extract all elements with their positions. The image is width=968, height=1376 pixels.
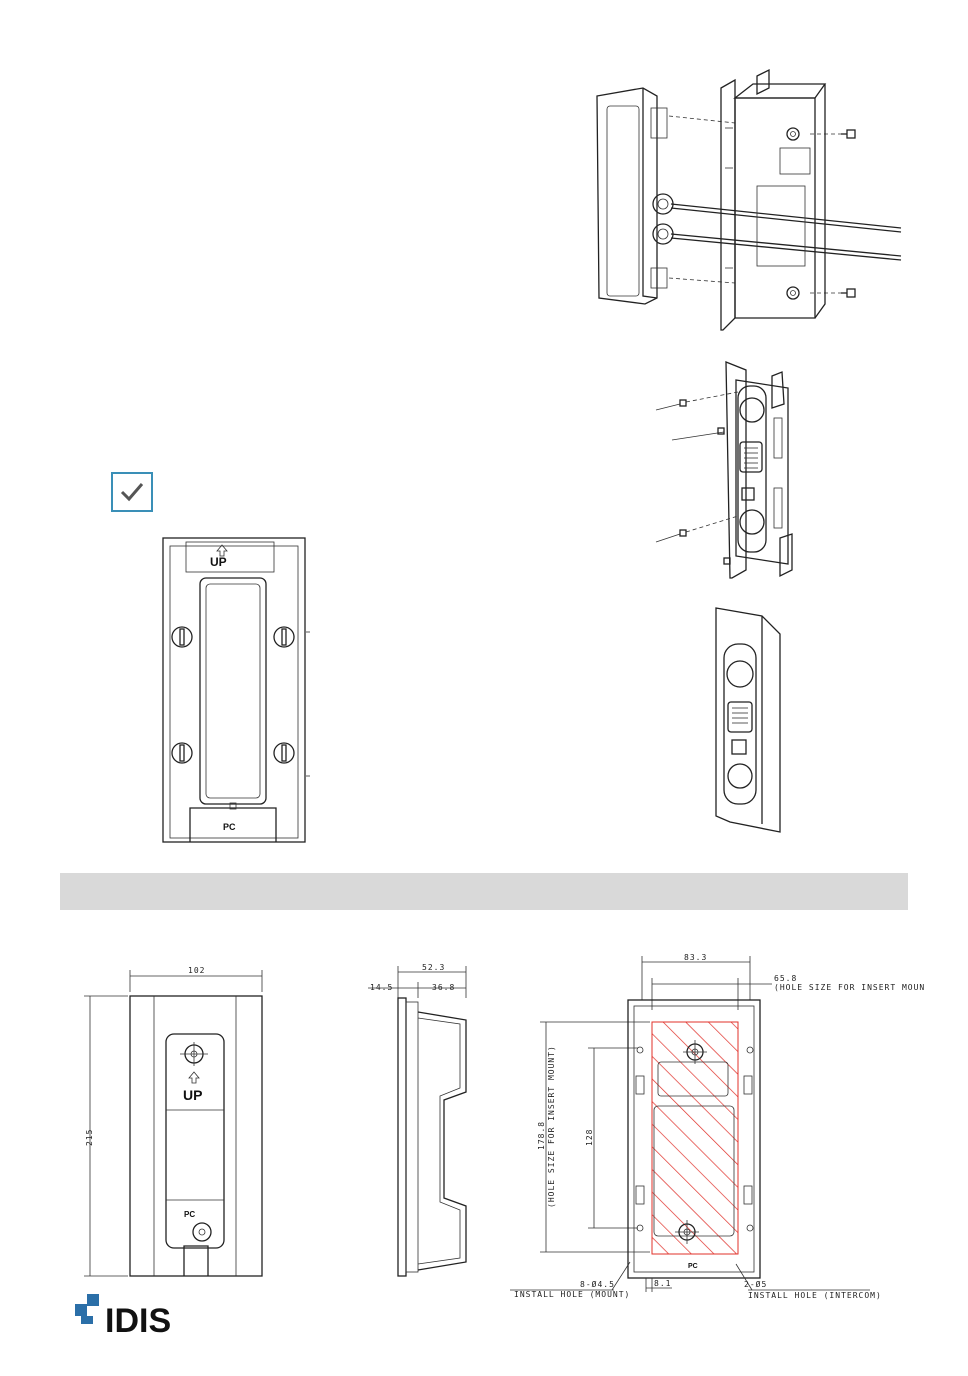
dim-side-part-a: 14.5 [370,983,393,992]
front-view-dimension-drawing: 102 215 UP PC [80,962,280,1282]
intercom-bracket-assembly-illustration [585,68,915,338]
dim-install-hole-mount-label: INSTALL HOLE (MOUNT) [514,1290,630,1299]
dim-back-inner-height: 128 [585,1129,594,1146]
section-header-bar [60,873,908,910]
brand-logo-text: IDIS [105,1302,171,1336]
dim-back-width: 83.3 [684,953,707,962]
dim-front-height: 215 [85,1129,94,1146]
dim-bottom-offset: 8.1 [654,1279,671,1288]
dim-side-part-b: 36.8 [432,983,455,992]
back-pc-label: PC [688,1263,698,1270]
mount-slot-top-left [172,627,192,647]
dim-install-hole-mount: 8-Ø4.5 [580,1279,615,1289]
back-view-dimension-drawing: 83.3 65.8 (HOLE SIZE FOR INSERT MOUNT) 1… [500,950,925,1300]
assembled-intercom-illustration [712,604,792,836]
check-icon [111,472,153,512]
dim-back-hole-width-note: (HOLE SIZE FOR INSERT MOUNT) [774,983,925,992]
dim-back-hole-width: 65.8 [774,974,797,983]
brand-logo: IDIS [75,1290,185,1336]
mount-slot-bottom-right [274,743,294,763]
dim-front-width: 102 [188,966,205,975]
dim-back-hole-height-note: (HOLE SIZE FOR INSERT MOUNT) [547,1045,556,1208]
up-label: UP [210,555,227,569]
pc-label: PC [223,822,236,832]
dim-side-total: 52.3 [422,963,445,972]
front-pc-label: PC [184,1210,195,1219]
mount-plate-illustration: UP PC [160,536,310,846]
dim-install-hole-intercom-label: INSTALL HOLE (INTERCOM) [748,1291,882,1300]
front-panel-screws-illustration [652,358,802,588]
dim-install-hole-intercom: 2-Ø5 [744,1279,767,1289]
mount-slot-bottom-left [172,743,192,763]
mount-slot-top-right [274,627,294,647]
side-view-dimension-drawing: 52.3 14.5 36.8 [360,962,490,1282]
front-up-label: UP [183,1087,202,1103]
dim-back-hole-height: 178.8 [537,1121,546,1150]
